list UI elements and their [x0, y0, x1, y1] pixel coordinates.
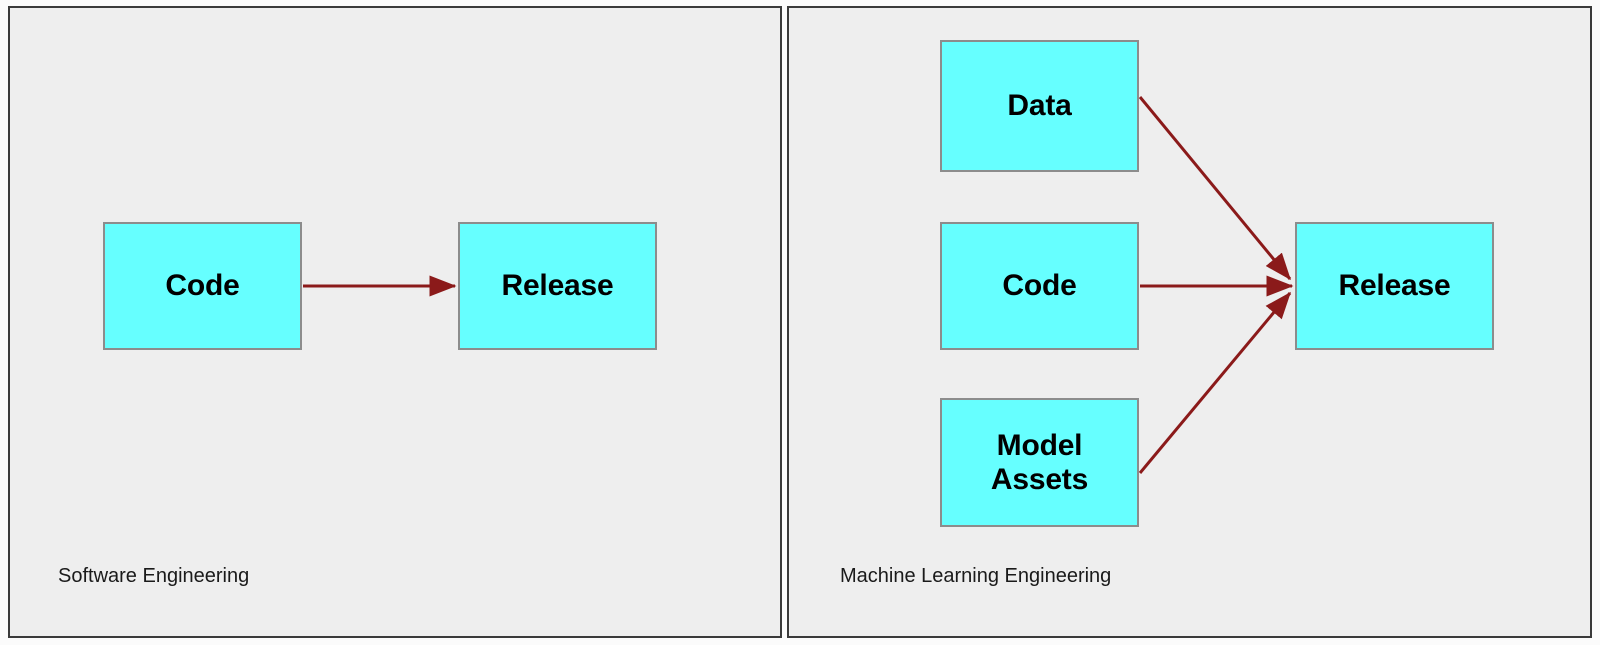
node-label: Code: [1002, 269, 1077, 303]
node-label-line2: Assets: [990, 462, 1089, 496]
node-ml-release[interactable]: Release: [1295, 222, 1494, 350]
node-label: Data: [1007, 89, 1072, 123]
node-ml-code[interactable]: Code: [940, 222, 1139, 350]
node-label: Release: [501, 269, 614, 303]
node-ml-model-assets[interactable]: Model Assets: [940, 398, 1139, 527]
node-label-line1: Model: [996, 428, 1083, 462]
node-label: Code: [165, 269, 240, 303]
node-label: Release: [1338, 269, 1451, 303]
panel-label-software-engineering: Software Engineering: [58, 565, 250, 587]
node-se-release[interactable]: Release: [458, 222, 657, 350]
node-ml-data[interactable]: Data: [940, 40, 1139, 172]
node-se-code[interactable]: Code: [103, 222, 302, 350]
panel-label-machine-learning-engineering: Machine Learning Engineering: [840, 565, 1112, 587]
